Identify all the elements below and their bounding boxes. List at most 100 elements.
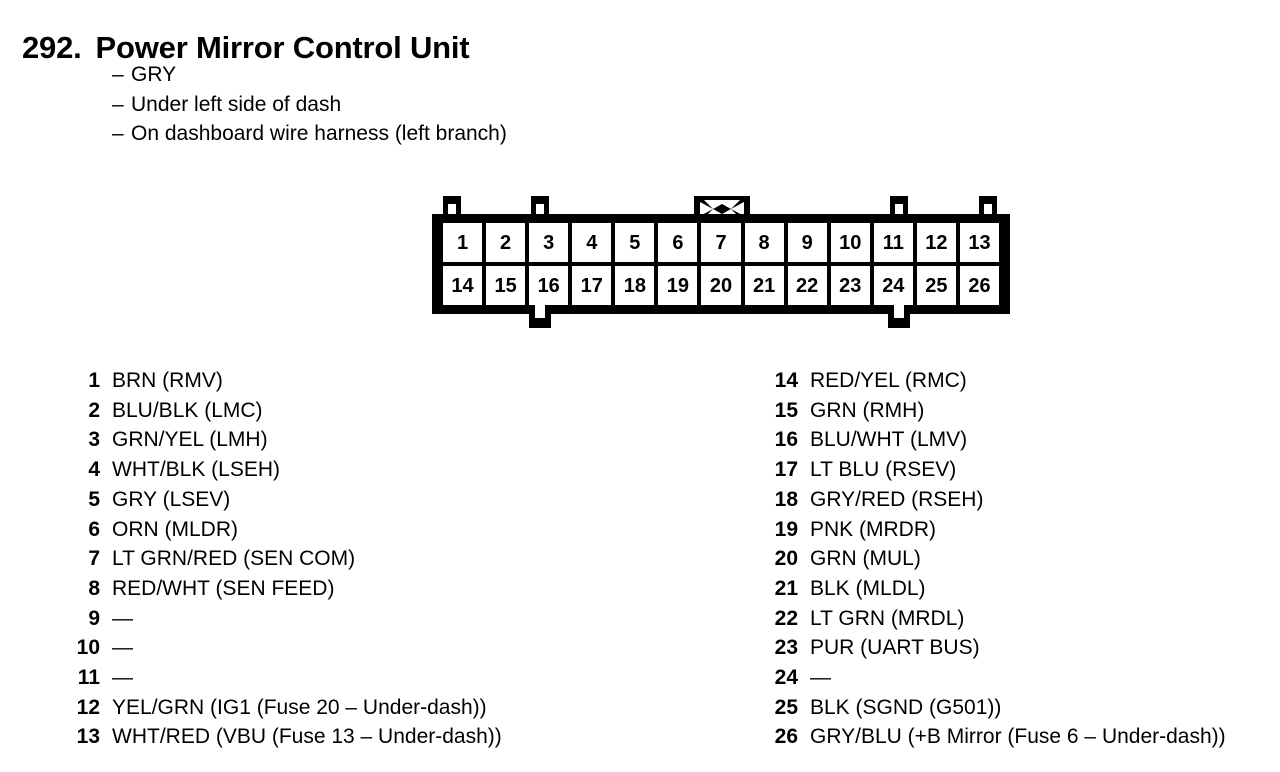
latch-tab-bottom-16 (529, 304, 551, 328)
pin-list-item: 11— (0, 663, 700, 693)
pin-list-item: 23 PUR (UART BUS) (695, 633, 1280, 663)
pin-number: 25 (774, 695, 798, 719)
latch-tab-top-13 (979, 196, 997, 222)
pin-label: LT GRN (MRDL) (810, 606, 965, 630)
connector-pin-17[interactable]: 17 (572, 266, 612, 305)
connector-pin-2[interactable]: 2 (486, 223, 526, 262)
pin-list-item: 18 GRY/RED (RSEH) (695, 485, 1280, 515)
pin-number: 23 (774, 636, 798, 660)
note-text: On dashboard wire harness (left branch) (131, 122, 507, 145)
pin-list-item: 24— (695, 663, 1280, 693)
pin-label: YEL/GRN (IG1 (Fuse 20 – Under-dash)) (112, 695, 487, 719)
pin-label: RED/YEL (RMC) (810, 369, 967, 392)
note-dash: – (112, 92, 124, 116)
connector-pin-20[interactable]: 20 (701, 266, 741, 305)
connector-pin-12[interactable]: 12 (916, 223, 956, 262)
section-number: 292. (22, 29, 82, 65)
connector-note: –Under left side of dash (112, 90, 507, 120)
pin-list-item: 10 — (0, 633, 700, 663)
pin-number: 6 (88, 517, 100, 541)
connector-pin-13[interactable]: 13 (959, 223, 1000, 262)
connector-pin-7[interactable]: 7 (701, 223, 741, 262)
pin-number: 22 (774, 606, 798, 630)
pin-label: — (112, 666, 133, 690)
pin-label: GRN/YEL (LMH) (112, 428, 268, 452)
connector-pin-10[interactable]: 10 (830, 223, 870, 262)
connector-pin-23[interactable]: 23 (830, 266, 870, 305)
page-title: 292. Power Mirror Control Unit (22, 29, 470, 66)
connector-note: –On dashboard wire harness (left branch) (112, 119, 507, 149)
pin-label: GRN (RMH) (810, 398, 925, 422)
pin-label: GRY (LSEV) (112, 487, 231, 511)
pin-number: 10 (76, 636, 100, 660)
pin-label: PUR (UART BUS) (810, 636, 980, 660)
pin-list-item: 17 LT BLU (RSEV) (695, 455, 1280, 485)
pin-number: 8 (88, 576, 100, 600)
pin-number: 20 (774, 547, 798, 571)
pin-list-item: 5 GRY (LSEV) (0, 485, 700, 515)
pin-label: LT GRN/RED (SEN COM) (112, 547, 356, 571)
pin-label: BLU/WHT (LMV) (810, 428, 968, 452)
latch-tab-bottom-24 (888, 304, 910, 328)
latch-tab-top-11 (890, 196, 908, 222)
pin-number: 18 (774, 487, 798, 511)
pin-label: PNK (MRDR) (810, 517, 936, 541)
connector-notes-list: –GRY–Under left side of dash–On dashboar… (112, 60, 507, 149)
connector-pin-1[interactable]: 1 (443, 223, 483, 262)
pin-label: — (112, 606, 133, 630)
connector-pin-25[interactable]: 25 (916, 266, 956, 305)
page-title-text: Power Mirror Control Unit (95, 29, 470, 65)
pin-number: 2 (88, 398, 100, 422)
connector-pin-8[interactable]: 8 (744, 223, 784, 262)
pin-label: BLK (SGND (G501)) (810, 695, 1002, 719)
connector-pin-22[interactable]: 22 (787, 266, 827, 305)
connector-pin-26[interactable]: 26 (959, 266, 1000, 305)
connector-pin-5[interactable]: 5 (615, 223, 655, 262)
connector-pin-14[interactable]: 14 (443, 266, 483, 305)
note-dash: – (112, 122, 124, 145)
pin-number: 4 (88, 458, 100, 482)
connector-pin-21[interactable]: 21 (744, 266, 784, 305)
pin-list-item: 9— (0, 604, 700, 634)
connector-pin-15[interactable]: 15 (486, 266, 526, 305)
pin-number: 13 (76, 725, 100, 749)
pin-number: 7 (88, 547, 100, 571)
connector-pin-3[interactable]: 3 (529, 223, 569, 262)
pin-number: 5 (88, 487, 100, 511)
pin-number: 26 (774, 725, 798, 749)
pin-number: 9 (88, 606, 100, 630)
connector-pin-18[interactable]: 18 (615, 266, 655, 305)
pin-label: GRY/RED (RSEH) (810, 487, 984, 511)
pin-label: GRN (MUL) (810, 547, 921, 571)
connector-pin-19[interactable]: 19 (658, 266, 698, 305)
pin-label: — (112, 636, 133, 660)
pin-number: 17 (774, 458, 798, 482)
connector-pin-16[interactable]: 16 (529, 266, 569, 305)
pin-number: 21 (774, 576, 798, 600)
pin-label: GRY/BLU (+B Mirror (Fuse 6 – Under-dash)… (810, 725, 1226, 749)
connector-pin-6[interactable]: 6 (658, 223, 698, 262)
connector-pin-4[interactable]: 4 (572, 223, 612, 262)
connector-pin-9[interactable]: 9 (787, 223, 827, 262)
connector-pin-24[interactable]: 24 (873, 266, 913, 305)
pin-label: LT BLU (RSEV) (810, 458, 957, 482)
latch-tab-top-1 (443, 196, 461, 222)
pin-number: 12 (76, 695, 100, 719)
connector-pin-11[interactable]: 11 (873, 223, 913, 262)
pin-number: 19 (774, 517, 798, 541)
pin-list-item: 25 BLK (SGND (G501)) (695, 693, 1280, 723)
pin-label: — (810, 666, 831, 690)
